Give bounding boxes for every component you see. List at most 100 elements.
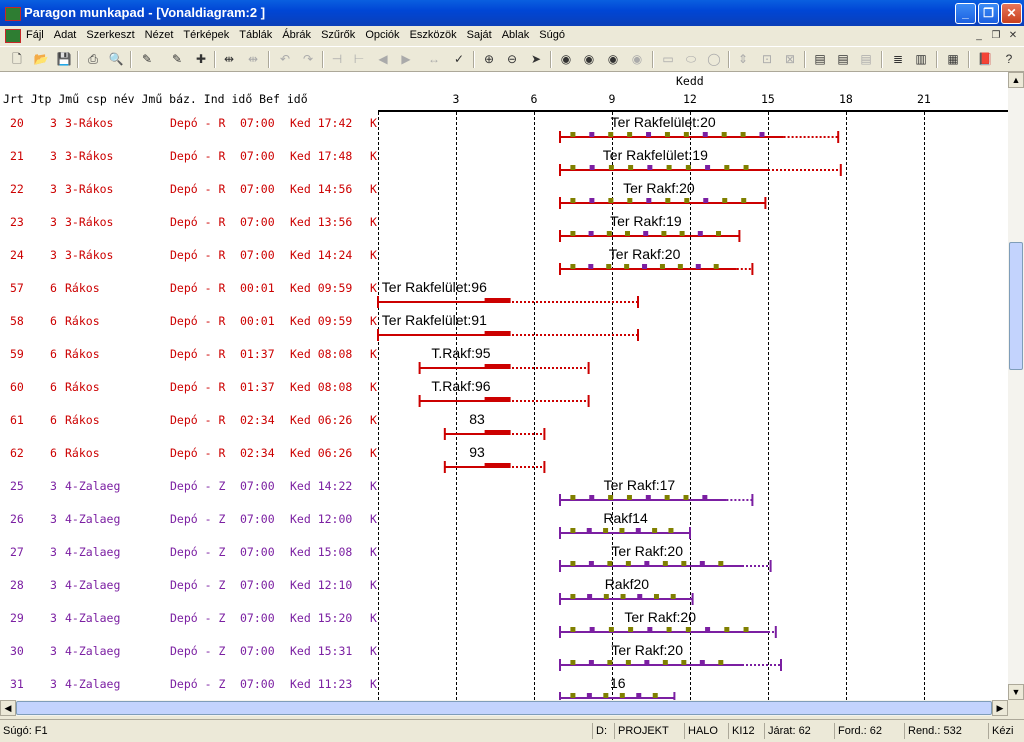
save-icon[interactable]: 💾 [56,52,72,66]
align-left-icon[interactable]: ⊣ [331,52,343,66]
menu-item-11[interactable]: Ablak [501,29,530,41]
check-icon[interactable]: ✓ [453,52,465,66]
menu-item-7[interactable]: Szűrők [321,29,356,41]
minimize-button[interactable]: _ [955,3,976,24]
print-preview-icon[interactable]: 🔍 [108,52,124,66]
bar-label: Rakf14 [603,510,648,526]
context-help-icon[interactable]: ? [1005,52,1013,66]
menu-item-0[interactable]: Fájl [26,29,44,41]
zoom-out-icon[interactable]: ⊖ [506,52,518,66]
split-icon[interactable]: ⇹ [223,52,235,66]
cell-jtp: 6 [50,446,57,460]
redo-icon[interactable]: ↷ [302,52,314,66]
line-diagram-icon[interactable]: ≣ [892,52,904,66]
add-point-icon[interactable]: ✚ [195,52,207,66]
bar-chart-icon[interactable]: ▥ [915,52,927,66]
table-view-2-icon[interactable]: ▤ [837,52,849,66]
zoom-in-icon[interactable]: ⊕ [483,52,495,66]
restore-button[interactable]: ❐ [978,3,999,24]
new-file-icon[interactable]: 🗋 [12,52,22,66]
cell-ind: 01:37 [240,380,275,394]
cell-bef: Ked 11:23 [290,677,353,691]
globe-2-icon[interactable]: ◉ [583,52,595,66]
globe-4-icon[interactable]: ◉ [631,52,643,66]
cell-baz: Depó - Z [170,578,226,592]
menu-item-9[interactable]: Eszközök [409,29,457,41]
stop-marker [636,693,642,698]
cross-tool-icon[interactable]: ⊠ [784,52,796,66]
grid-line-15 [768,112,769,700]
pointer-icon[interactable]: ➤ [530,52,542,66]
menu-item-4[interactable]: Térképek [183,29,230,41]
move-icon[interactable]: ↔ [428,52,440,66]
mdi-minimize-icon[interactable]: _ [976,30,982,41]
horizontal-scroll-thumb[interactable] [16,701,992,715]
stop-marker [644,660,650,665]
report-icon[interactable]: ▦ [947,52,959,66]
align-right-icon[interactable]: ⊢ [353,52,365,66]
globe-3-icon[interactable]: ◉ [607,52,619,66]
cell-baz: Depó - Z [170,512,226,526]
cell-bef: Ked 14:24 [290,248,353,262]
circle-select-icon[interactable]: ◯ [707,52,721,66]
cell-k: K [370,578,377,592]
center-tool-icon[interactable]: ⊡ [761,52,773,66]
cell-jtp: 3 [50,677,57,691]
edit-pen-icon[interactable]: ✎ [141,52,153,66]
stop-marker [718,660,724,665]
vertical-scroll-thumb[interactable] [1009,242,1023,370]
document-icon[interactable] [5,29,21,43]
menu-item-8[interactable]: Opciók [365,29,400,41]
scroll-left-icon[interactable]: ◀ [0,700,16,716]
stop-marker [647,627,653,632]
scroll-down-icon[interactable]: ▼ [1008,684,1024,700]
arrow-left-icon[interactable]: ◀ [378,52,388,66]
cell-ind: 00:01 [240,281,275,295]
menu-item-3[interactable]: Nézet [144,29,174,41]
stop-marker [702,495,708,500]
stop-marker [608,198,614,203]
vertical-tool-icon[interactable]: ⇕ [737,52,749,66]
table-view-icon[interactable]: ▤ [814,52,826,66]
rect-select-icon[interactable]: ▭ [662,52,674,66]
mdi-restore-icon[interactable]: ❐ [991,30,1001,41]
open-folder-icon[interactable]: 📂 [33,52,49,66]
scroll-up-icon[interactable]: ▲ [1008,72,1024,88]
menu-item-12[interactable]: Súgó [539,29,565,41]
stop-marker [661,231,667,236]
stop-marker [588,660,594,665]
cell-k: K [370,479,377,493]
book-icon[interactable]: 📕 [977,52,993,66]
menu-item-10[interactable]: Saját [466,29,492,41]
cell-csp: Rákos [65,446,100,460]
cell-ind: 07:00 [240,479,275,493]
menu-item-5[interactable]: Táblák [239,29,273,41]
menu-item-1[interactable]: Adat [53,29,77,41]
globe-icon[interactable]: ◉ [560,52,572,66]
stop-marker [645,495,651,500]
line-diagram-canvas[interactable]: Kedd Jrt Jtp Jmű csp név Jmű báz. Ind id… [0,72,1008,700]
undo-icon[interactable]: ↶ [279,52,291,66]
merge-icon[interactable]: ⇹ [247,52,259,66]
menu-item-6[interactable]: Ábrák [282,29,312,41]
print-icon[interactable]: ⎙ [88,52,98,66]
arrow-right-icon[interactable]: ▶ [401,52,411,66]
title-bar[interactable]: Paragon munkapad - [Vonaldiagram:2 ] _ ❐… [0,0,1024,26]
stop-marker [628,627,634,632]
scroll-right-icon[interactable]: ▶ [992,700,1008,716]
vertical-scrollbar[interactable]: ▲ ▼ [1008,72,1024,700]
stop-marker [570,627,576,632]
mdi-close-icon[interactable]: ✕ [1008,30,1018,41]
status-ford: Ford.: 62 [834,723,902,739]
stop-marker [626,495,632,500]
bar-label: T.Rakf:96 [431,378,491,394]
menu-item-2[interactable]: Szerkeszt [86,29,135,41]
cell-baz: Depó - R [170,182,226,196]
stop-marker [652,528,658,533]
status-project: PROJEKT [614,723,682,739]
close-button[interactable]: ✕ [1001,3,1022,24]
horizontal-scrollbar[interactable]: ◀ ▶ [0,700,1008,716]
ellipse-select-icon[interactable]: ⬭ [685,52,697,66]
table-view-3-icon[interactable]: ▤ [860,52,872,66]
edit-pen-2-icon[interactable]: ✎ [171,52,183,66]
